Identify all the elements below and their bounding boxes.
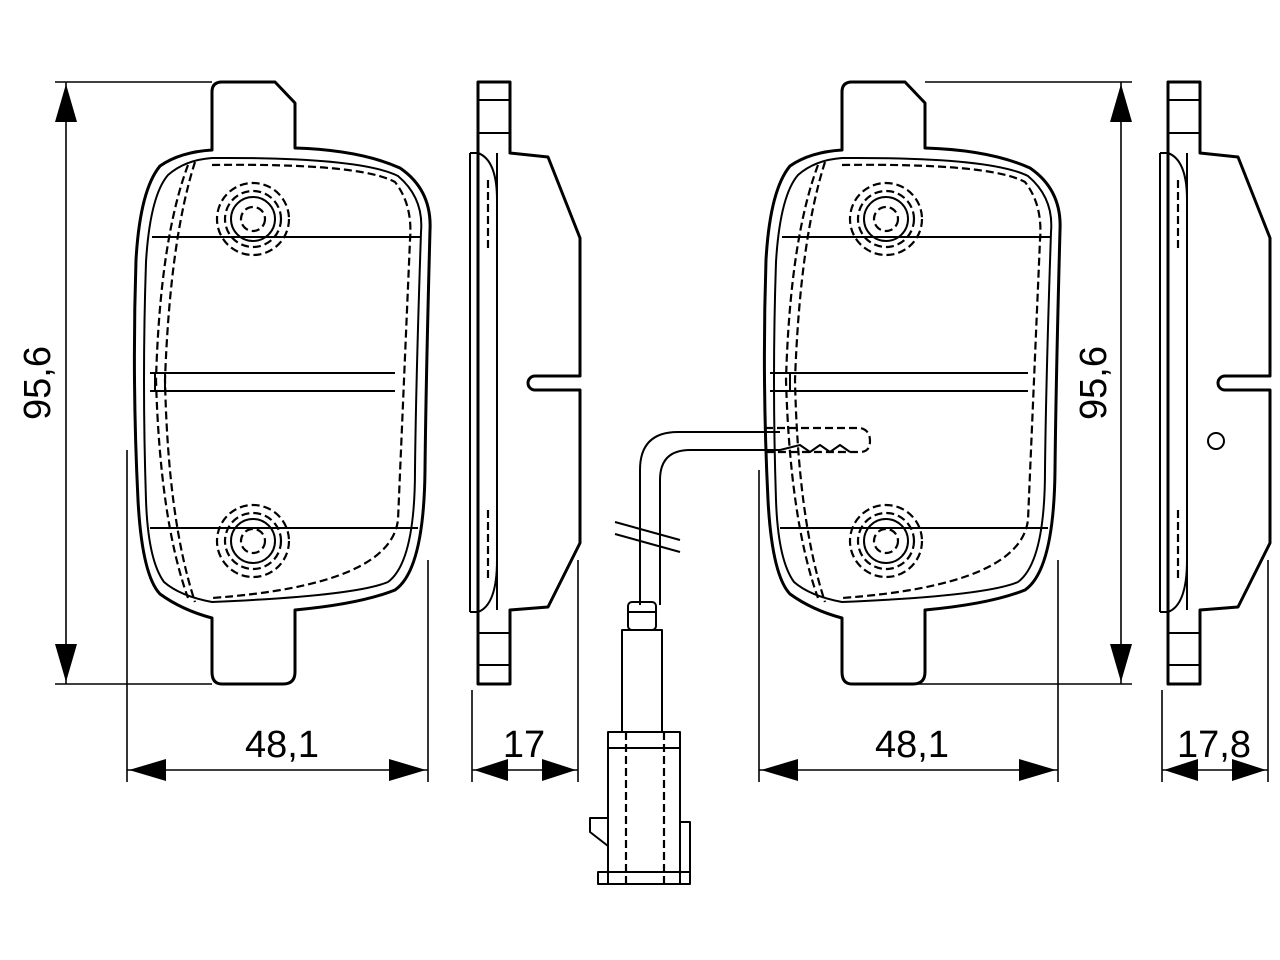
dimension-text-left-height: 95,6 <box>17 346 59 420</box>
dimension-text-right-width: 48,1 <box>875 724 949 766</box>
dimension-left-thickness: 17 <box>471 560 579 782</box>
dimension-text-right-thickness: 17,8 <box>1177 724 1251 766</box>
wear-sensor-connector <box>589 601 691 885</box>
dimension-right-width: 48,1 <box>758 470 1059 782</box>
dimension-right-height: 95,6 <box>913 81 1132 685</box>
dimension-text-left-width: 48,1 <box>245 724 319 766</box>
left-pad-side-view <box>469 80 582 686</box>
right-pad-front-view <box>762 80 1062 686</box>
dimension-text-right-height: 95,6 <box>1073 346 1115 420</box>
rivet-bottom <box>848 503 924 579</box>
rivet-bottom <box>215 503 291 579</box>
wear-sensor-cable <box>614 426 872 605</box>
sensor-hole <box>1207 432 1225 450</box>
dimension-text-left-thickness: 17 <box>503 724 545 766</box>
left-pad-front-view <box>132 80 432 686</box>
dimension-left-width: 48,1 <box>126 450 429 782</box>
rivet-top <box>848 181 924 257</box>
dimension-left-height: 95,6 <box>17 81 212 685</box>
dimension-right-thickness: 17,8 <box>1161 560 1269 782</box>
rivet-top <box>215 181 291 257</box>
right-pad-side-view <box>1159 80 1272 686</box>
